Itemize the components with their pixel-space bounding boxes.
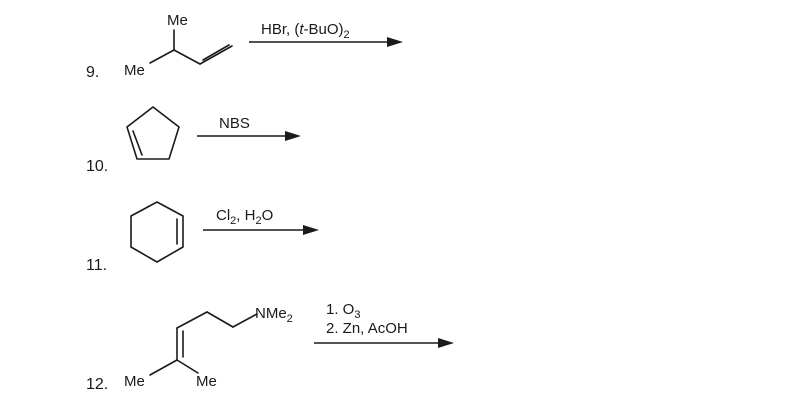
bond — [149, 49, 175, 64]
problem-10: 10. NBS — [86, 106, 301, 175]
bond — [199, 45, 233, 65]
problem-11: 11. Cl2, H2O — [86, 201, 319, 274]
bond — [173, 49, 201, 65]
dimethylamino-label: NMe2 — [255, 305, 293, 325]
cyclohexene-ring — [130, 201, 184, 263]
problem-12-arrow — [314, 338, 454, 348]
methyl-label-top: Me — [167, 12, 188, 29]
bond — [202, 44, 230, 61]
problem-11-reagents: Cl2, H2O — [216, 207, 273, 227]
double-bond-inner — [132, 130, 143, 156]
problem-10-arrow — [197, 131, 301, 141]
problem-11-arrow — [203, 225, 319, 235]
problem-9: 9. Me Me HBr, (t-BuO)2 — [86, 12, 403, 81]
bond — [176, 311, 208, 329]
bond — [232, 313, 258, 328]
problem-12: 12. NMe2 Me Me 1. O3 2. Zn, AcOH — [86, 301, 454, 393]
problem-12-reagents-step2: 2. Zn, AcOH — [326, 320, 408, 337]
bond — [149, 359, 178, 376]
problem-12-structure: NMe2 Me Me — [124, 305, 293, 390]
problem-9-structure: Me Me — [124, 12, 233, 79]
cyclopentene-ring — [126, 106, 180, 160]
bond — [176, 359, 199, 374]
problem-9-arrow — [249, 37, 403, 47]
methyl-label-left: Me — [124, 62, 145, 79]
problem-9-reagents: HBr, (t-BuO)2 — [261, 21, 350, 41]
methyl-label-left: Me — [124, 373, 145, 390]
problem-11-number: 11. — [86, 257, 107, 274]
problem-10-reagents: NBS — [219, 115, 250, 132]
problem-12-reagents-step1: 1. O3 — [326, 301, 360, 321]
problem-9-number: 9. — [86, 64, 99, 81]
bond — [206, 311, 234, 328]
problem-10-structure — [126, 106, 180, 160]
methyl-label-right: Me — [196, 373, 217, 390]
problem-12-number: 12. — [86, 376, 108, 393]
problem-11-structure — [130, 201, 184, 263]
problem-10-number: 10. — [86, 158, 108, 175]
